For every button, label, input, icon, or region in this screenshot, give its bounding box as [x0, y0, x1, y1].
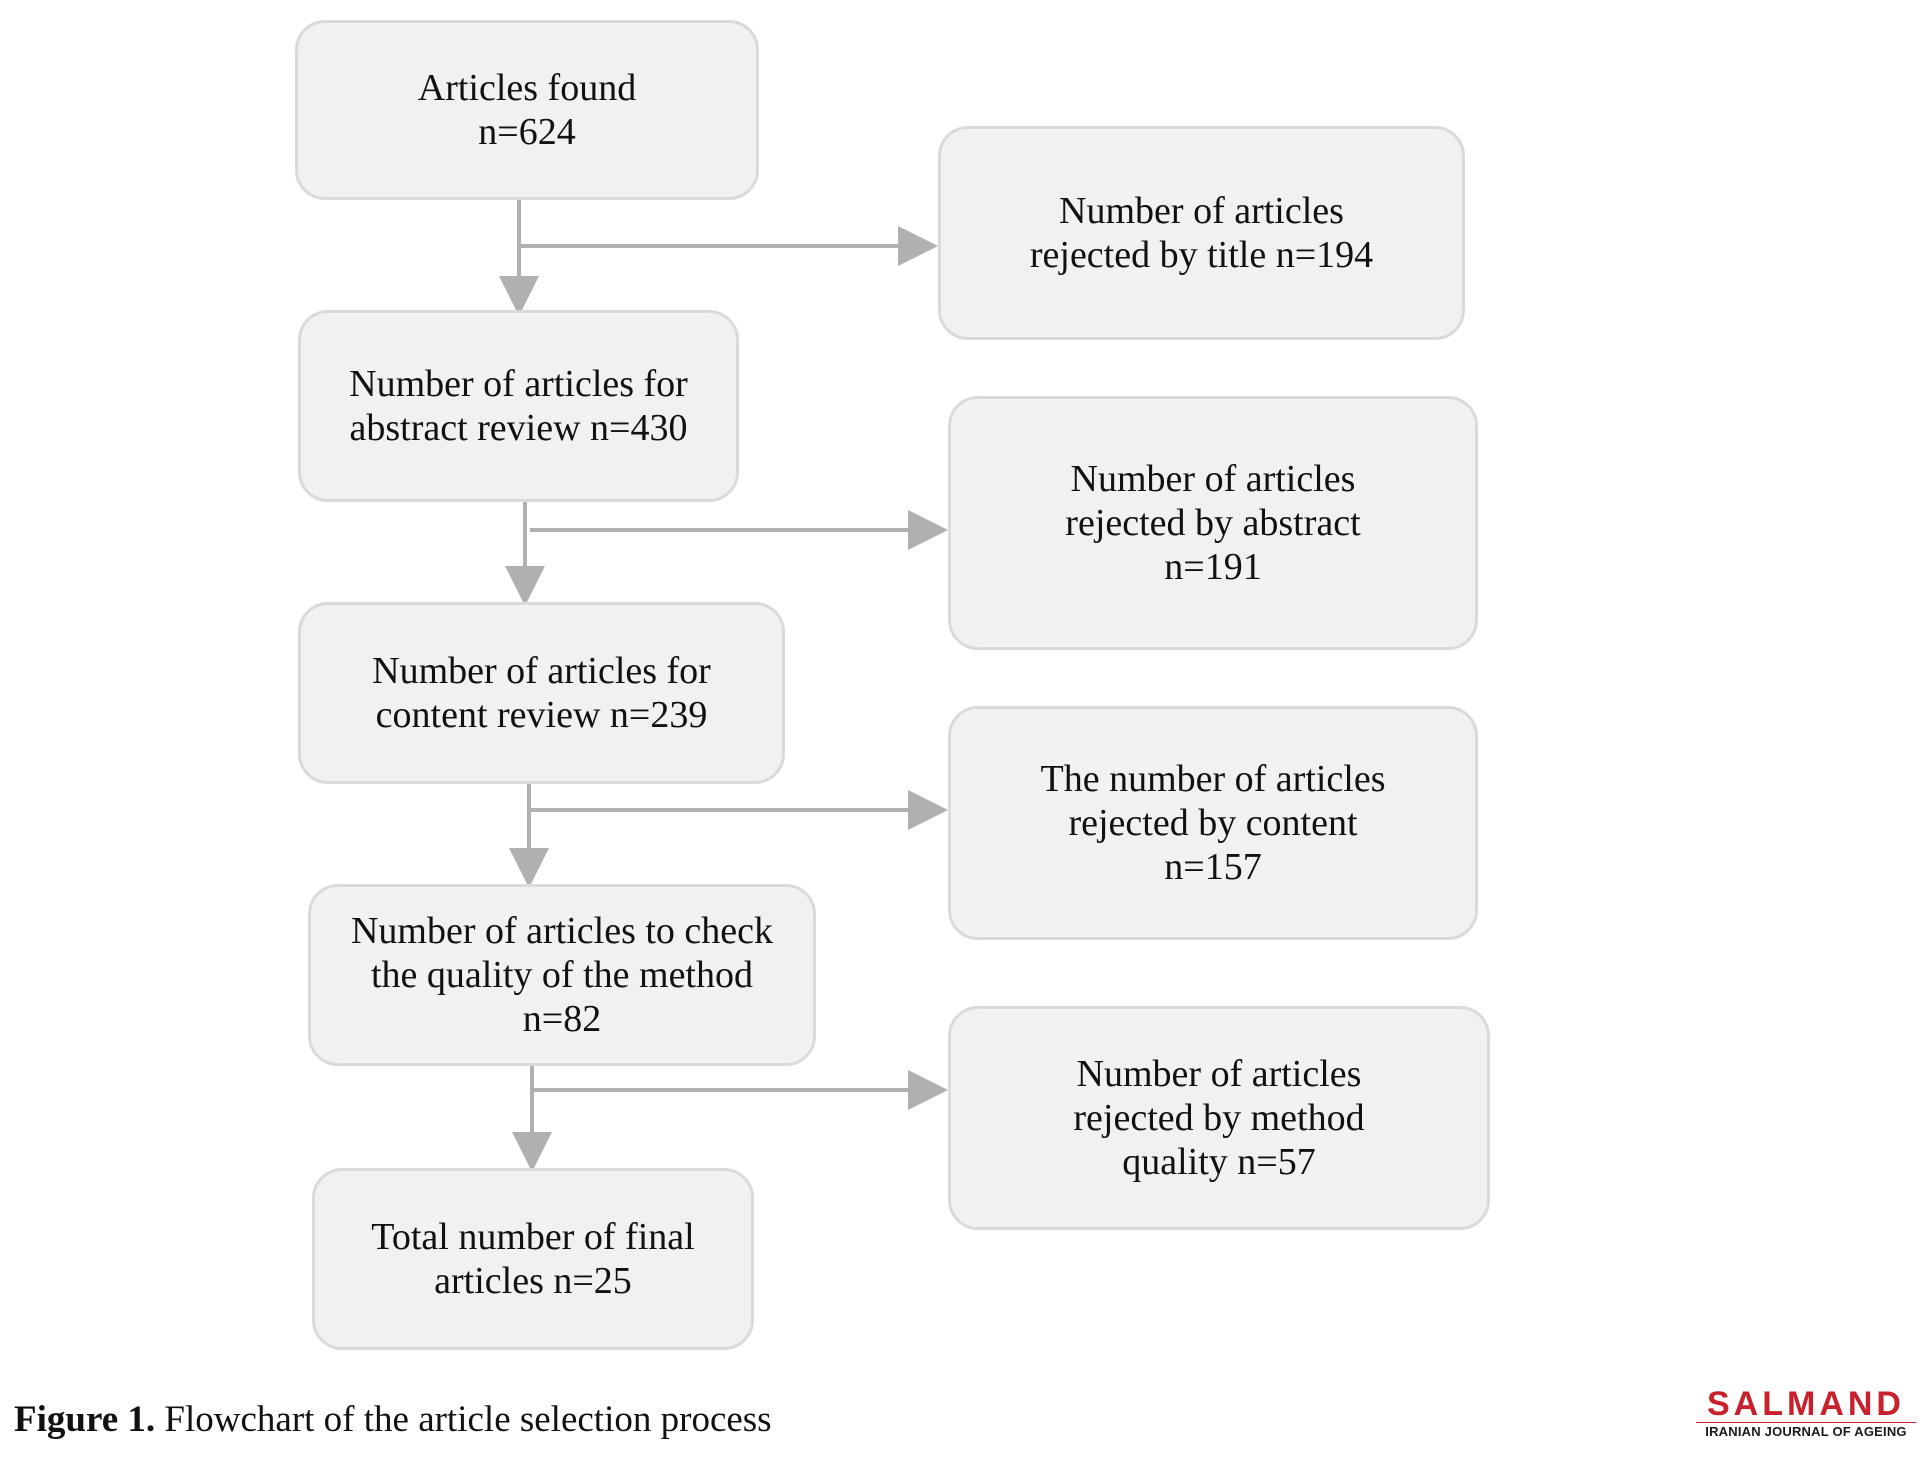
box-articles-found: Articles found n=624: [295, 20, 759, 200]
box-text-line: n=191: [1164, 546, 1262, 588]
box-text-line: Number of articles for: [372, 650, 711, 692]
box-text-line: rejected by title n=194: [1029, 234, 1374, 276]
journal-logo-name: SALMAND: [1707, 1385, 1905, 1423]
box-rejected-by-title: Number of articles rejected by title n=1…: [938, 126, 1465, 340]
box-text-line: n=82: [522, 998, 602, 1040]
figure-caption: Figure 1. Flowchart of the article selec…: [14, 1398, 772, 1442]
box-text-line: rejected by content: [1068, 802, 1358, 844]
box-text-line: articles n=25: [434, 1260, 632, 1302]
journal-logo: SALMAND IRANIAN JOURNAL OF AGEING: [1696, 1386, 1916, 1442]
box-text-line: n=157: [1164, 846, 1262, 888]
box-text-line: Number of articles: [1070, 458, 1356, 500]
box-text-line: The number of articles: [1040, 758, 1386, 800]
box-text-line: quality n=57: [1122, 1141, 1316, 1183]
figure-caption-text: Flowchart of the article selection proce…: [155, 1399, 772, 1440]
box-text-line: Number of articles for: [349, 363, 688, 405]
box-abstract-review: Number of articles for abstract review n…: [298, 310, 739, 502]
box-rejected-by-content: The number of articles rejected by conte…: [948, 706, 1478, 940]
box-text-line: Number of articles: [1059, 190, 1344, 232]
figure-caption-label: Figure 1.: [14, 1399, 156, 1440]
box-content-review: Number of articles for content review n=…: [298, 602, 785, 784]
box-final-articles: Total number of final articles n=25: [312, 1168, 754, 1350]
box-text-line: Number of articles to check: [350, 910, 774, 952]
box-text-line: rejected by method: [1073, 1097, 1365, 1139]
box-rejected-by-abstract: Number of articles rejected by abstract …: [948, 396, 1478, 650]
box-text-line: Total number of final: [371, 1216, 695, 1258]
box-rejected-by-method-quality: Number of articles rejected by method qu…: [948, 1006, 1490, 1230]
box-text-line: the quality of the method: [370, 954, 753, 996]
box-text-line: abstract review n=430: [349, 407, 688, 449]
journal-logo-subtitle: IRANIAN JOURNAL OF AGEING: [1696, 1422, 1916, 1440]
box-text-line: content review n=239: [375, 694, 708, 736]
box-text-line: rejected by abstract: [1065, 502, 1361, 544]
box-text-line: Number of articles: [1076, 1053, 1362, 1095]
box-method-check: Number of articles to check the quality …: [308, 884, 816, 1066]
box-text-line: n=624: [478, 111, 576, 153]
box-text-line: Articles found: [417, 67, 637, 109]
